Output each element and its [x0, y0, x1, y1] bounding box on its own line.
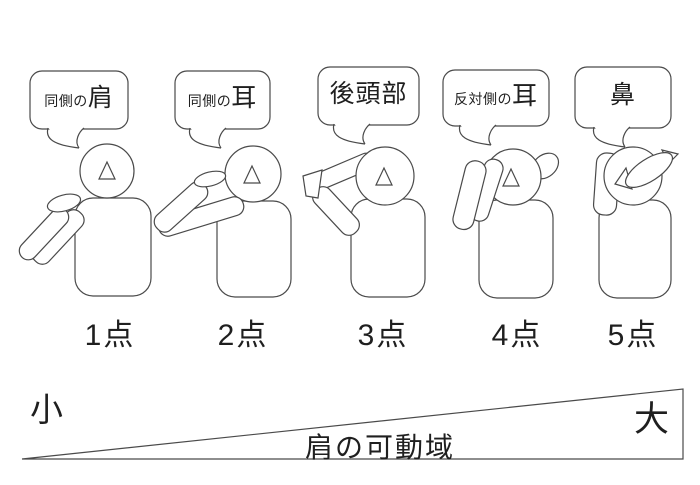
score-label-4: 4点 [491, 319, 543, 352]
figure-5-person [592, 146, 680, 299]
figure-4-nose [502, 167, 520, 187]
figure-2-person [153, 145, 292, 298]
figure-1-person [18, 143, 152, 297]
bubble-2-line: 同側の耳 [187, 83, 258, 112]
figure-1-body [74, 197, 152, 297]
bubble-3-target: 後頭部 [329, 79, 408, 108]
bubble-5-target: 鼻 [609, 81, 636, 109]
figure-3-elbow [302, 169, 323, 199]
range-axis-label: 肩の可動域 [304, 432, 455, 463]
figure-1-nose [98, 160, 116, 180]
bubble-5-line: 鼻 [610, 83, 636, 108]
bubble-1-line: 同側の肩 [44, 83, 114, 112]
figure-4-person [452, 148, 560, 299]
figure-2-nose [243, 164, 261, 184]
bubble-4-target: 耳 [511, 81, 538, 110]
speech-bubble-5-shape [574, 66, 672, 148]
speech-bubble-3-text: 後頭部 [318, 67, 419, 121]
bubble-2-prefix: 同側の [187, 92, 232, 109]
figure-5-hand [624, 152, 674, 188]
score-label-2: 2点 [217, 319, 269, 352]
figure-2-hand [193, 170, 227, 188]
figure-4-body [478, 199, 554, 299]
score-label-3: 3点 [357, 319, 409, 352]
bubble-4-prefix: 反対側の [453, 90, 512, 107]
speech-bubble-3-shape [317, 66, 420, 145]
speech-bubble-4-shape [442, 69, 550, 146]
figure-3-person [302, 146, 426, 298]
score-label-5: 5点 [607, 319, 659, 352]
bubble-2-target: 耳 [231, 83, 258, 112]
bubble-3-line: 後頭部 [329, 79, 408, 108]
speech-bubble-1-text: 同側の肩 [30, 71, 128, 125]
scale-small-label: 小 [30, 391, 63, 428]
speech-bubble-1-shape [29, 70, 129, 149]
bubble-4-line: 反対側の耳 [453, 81, 538, 110]
bubble-1-prefix: 同側の [44, 92, 88, 109]
figure-1-hand [46, 193, 82, 213]
figure-3-body [350, 198, 426, 298]
bubble-1-target: 肩 [87, 83, 114, 112]
score-label-1: 1点 [84, 319, 136, 352]
figure-4-upper-arm [452, 160, 487, 231]
figure-3-nose [375, 166, 393, 186]
speech-bubble-2-shape [174, 70, 271, 149]
speech-bubble-4-text: 反対側の耳 [443, 70, 549, 122]
scale-large-label: 大 [634, 400, 670, 439]
range-wedge [21, 388, 684, 460]
speech-bubble-2-text: 同側の耳 [175, 71, 270, 125]
speech-bubble-5-text: 鼻 [575, 67, 671, 124]
